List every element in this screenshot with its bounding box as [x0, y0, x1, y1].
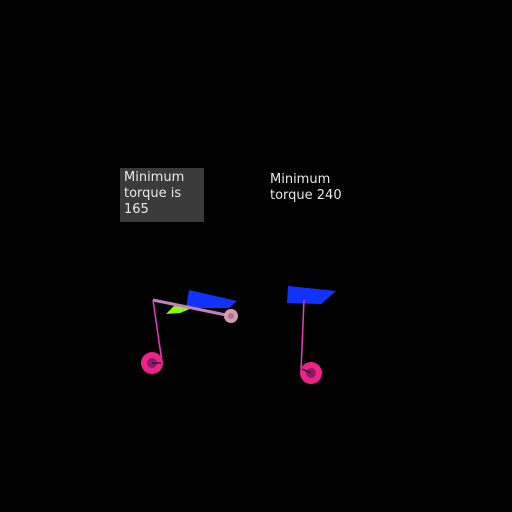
robot-left-caption: Minimum torque is 165: [120, 168, 204, 222]
robot-left-arm: [152, 298, 232, 318]
robot-left-body: [186, 290, 237, 308]
robot-right-body: [287, 286, 336, 304]
robot-left: [141, 290, 238, 374]
robot-right-wheel-spoke: [301, 368, 312, 374]
robot-right-caption: Minimum torque 240: [270, 172, 342, 203]
robot-left-leg: [152, 299, 163, 363]
robot-left-joint-hub: [228, 313, 234, 319]
robot-right-leg: [300, 299, 305, 372]
robot-right: [287, 286, 336, 384]
